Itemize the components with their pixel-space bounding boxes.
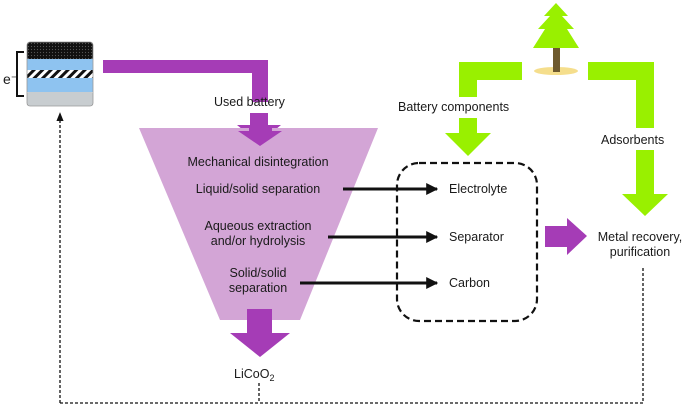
- battery-components-label: Battery components: [398, 100, 510, 114]
- component-separator: Separator: [449, 230, 504, 244]
- licoo2-output-arrow: [230, 309, 290, 357]
- green-arrow-components-head: [445, 118, 491, 156]
- electron-label: e⁻: [3, 71, 19, 87]
- component-electrolyte: Electrolyte: [449, 182, 508, 196]
- tree-trunk: [553, 48, 560, 72]
- adsorbents-label: Adsorbents: [601, 133, 665, 147]
- process-funnel: [139, 128, 378, 320]
- components-dashed-box: [395, 161, 539, 323]
- funnel-step-solid-solid-separation: Solid/solid separation: [228, 266, 288, 295]
- tree-foliage: [533, 3, 579, 48]
- tree-icon: [533, 3, 579, 75]
- green-arrow-components-elbow: [459, 62, 522, 97]
- used-battery-arrow-shaft: [103, 60, 268, 102]
- licoo2-label: LiCoO2: [234, 367, 275, 383]
- battery-icon: [16, 41, 94, 107]
- funnel-step-mechanical-disintegration: Mechanical disintegration: [187, 155, 329, 169]
- funnel-step-aqueous-extraction: Aqueous extraction and/or hydrolysis: [204, 219, 312, 248]
- green-arrow-adsorbents-elbow: [588, 62, 654, 128]
- component-carbon: Carbon: [449, 276, 490, 290]
- funnel-entry-arrow: [238, 128, 282, 146]
- metal-recovery-label: Metal recovery, purification: [597, 230, 683, 259]
- circuit-bracket: [16, 51, 24, 97]
- green-arrow-adsorbents-head: [622, 150, 668, 216]
- metal-recovery-arrow: [545, 218, 587, 255]
- battery-anode-layer: [27, 42, 93, 60]
- funnel-step-liquid-solid-separation: Liquid/solid separation: [195, 182, 321, 196]
- used-battery-label: Used battery: [214, 95, 285, 109]
- recycle-return-loop: [56, 112, 644, 404]
- battery-cathode-layer: [27, 92, 93, 106]
- battery-separator-layer: [27, 70, 93, 78]
